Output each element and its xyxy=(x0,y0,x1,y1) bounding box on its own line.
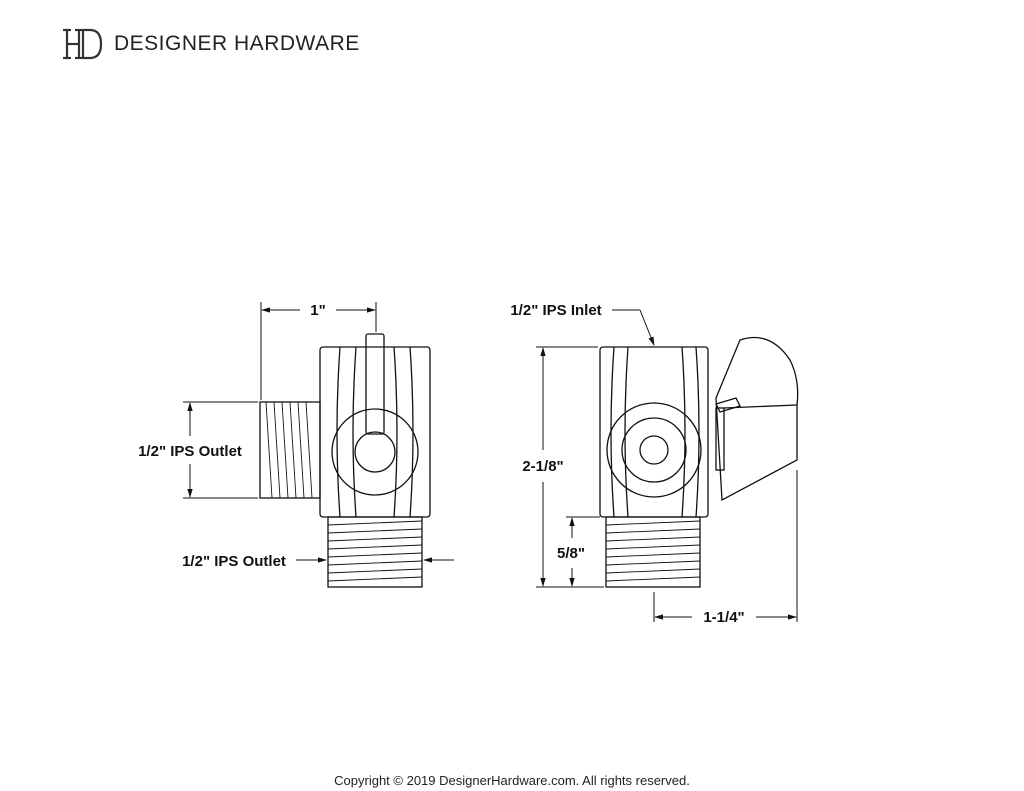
side-outlet-label: 1/2" IPS Outlet xyxy=(138,443,242,460)
right-bottom-threads xyxy=(605,520,701,582)
dh-monogram-logo xyxy=(63,28,103,60)
brand-name: DESIGNER HARDWARE xyxy=(114,32,360,55)
right-lever-handle xyxy=(715,336,799,502)
left-bottom-threads xyxy=(327,520,423,582)
bottom-outlet-label: 1/2" IPS Outlet xyxy=(182,553,286,570)
right-view-body xyxy=(599,346,709,518)
left-side-threads xyxy=(265,401,313,499)
left-dimensions xyxy=(183,302,454,563)
dim-height-total-label: 2-1/8" xyxy=(522,458,563,475)
dim-thread-height-label: 5/8" xyxy=(557,545,585,562)
dim-depth-label: 1-1/4" xyxy=(703,609,744,626)
left-view-body xyxy=(259,333,431,518)
inlet-label: 1/2" IPS Inlet xyxy=(510,302,601,319)
right-dimensions xyxy=(536,309,798,622)
right-bottom-outlet xyxy=(605,516,701,588)
dim-width-top-label: 1" xyxy=(310,302,325,319)
copyright-footer: Copyright © 2019 DesignerHardware.com. A… xyxy=(334,773,690,788)
brand-header: DESIGNER HARDWARE xyxy=(62,26,360,62)
left-bottom-outlet xyxy=(327,516,423,588)
